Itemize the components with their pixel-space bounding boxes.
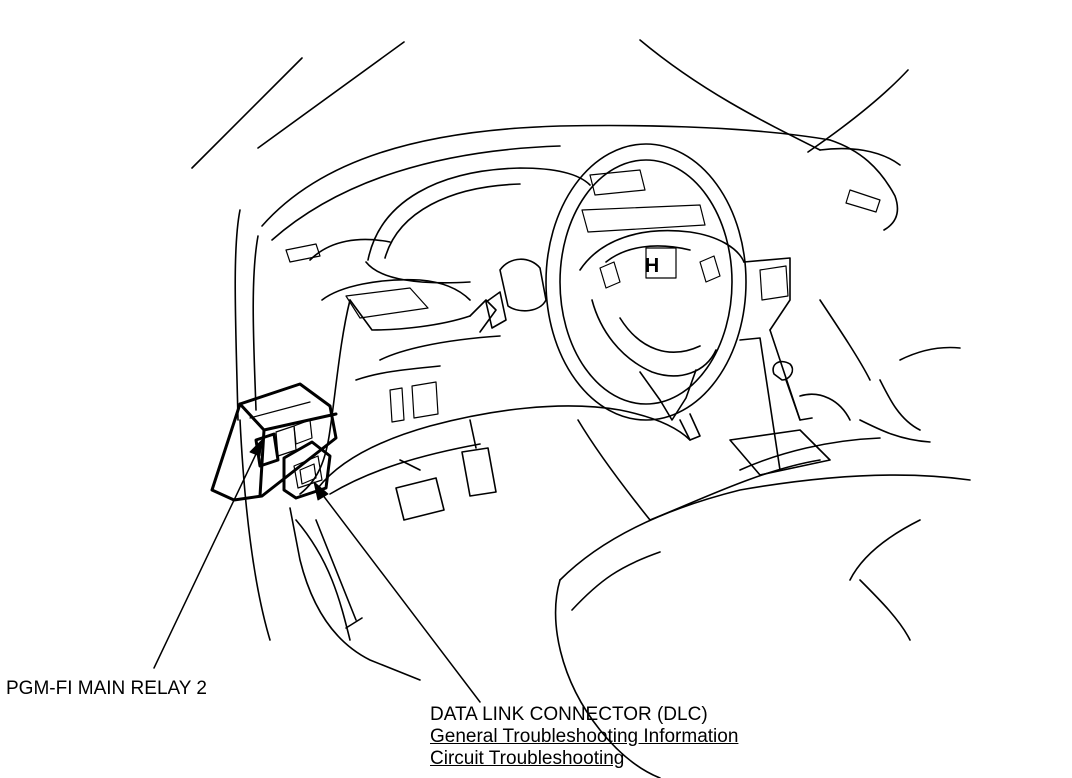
left-dashboard (321, 278, 501, 423)
side-panel (239, 299, 421, 681)
gear-shifter (772, 360, 851, 421)
data-link-connector (282, 440, 332, 500)
a-pillar (191, 41, 405, 421)
instrument-cluster (285, 167, 591, 284)
driver-seat (554, 379, 971, 778)
emblem-letter: H (645, 255, 659, 277)
door-outline (819, 299, 961, 581)
dlc-callout-label: DATA LINK CONNECTOR (DLC) (430, 704, 708, 725)
pedals (395, 419, 497, 521)
relay-callout-label: PGM-FI MAIN RELAY 2 (6, 678, 207, 699)
lower-dashboard (317, 405, 821, 521)
center-stack (729, 257, 831, 476)
fuse-box (210, 382, 338, 502)
circuit-troubleshooting-link[interactable]: Circuit Troubleshooting (430, 748, 625, 769)
dlc-callout: DATA LINK CONNECTOR (DLC) General Troubl… (430, 704, 738, 770)
steering-wheel (545, 143, 747, 421)
general-troubleshooting-link[interactable]: General Troubleshooting Information (430, 726, 739, 747)
dashboard-top (261, 39, 909, 241)
leader-lines (153, 439, 481, 703)
